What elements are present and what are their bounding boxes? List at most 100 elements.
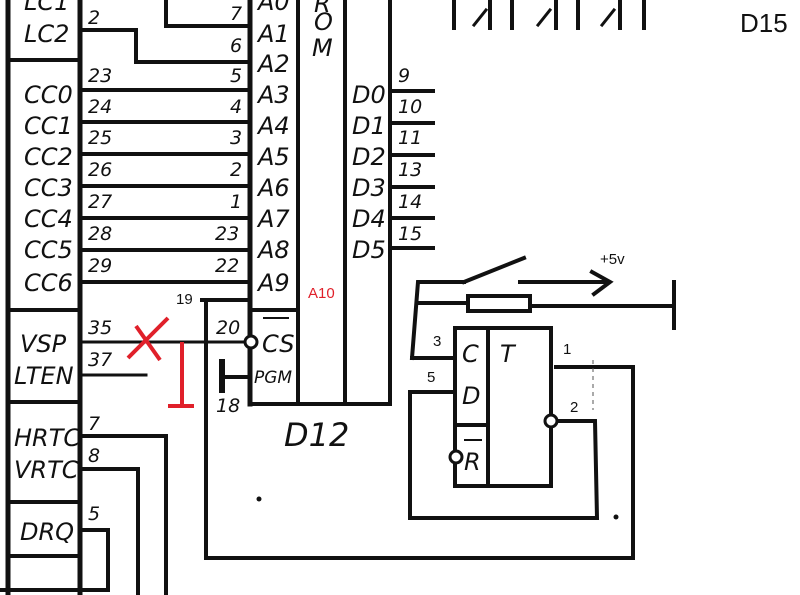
pin-d2: D2 bbox=[352, 143, 386, 171]
pin-number: 6 bbox=[230, 35, 242, 57]
red-annotations: A10 bbox=[126, 285, 335, 408]
pin-a9: A9 bbox=[256, 269, 290, 297]
pin-number-18: 18 bbox=[216, 395, 240, 417]
signal-cc6: CC6 bbox=[24, 269, 73, 297]
signal-vsp: VSP bbox=[20, 330, 67, 358]
pin-d4: D4 bbox=[352, 205, 386, 233]
top-stripes: D15 bbox=[452, 0, 788, 38]
pin-number-20: 20 bbox=[216, 317, 240, 339]
pin-a6: A6 bbox=[256, 174, 290, 202]
pin-d0: D0 bbox=[352, 81, 386, 109]
resistor bbox=[466, 294, 532, 313]
dot-mark bbox=[256, 496, 262, 502]
pin-number: 9 bbox=[398, 65, 410, 87]
flipflop-body bbox=[453, 326, 553, 488]
wire-a0 bbox=[164, 0, 252, 28]
rom-designator: D12 bbox=[284, 416, 349, 454]
address-bus-wires bbox=[0, 0, 252, 595]
pin-a2: A2 bbox=[256, 50, 290, 78]
pin-number: 5 bbox=[88, 503, 100, 525]
pin-number: 5 bbox=[230, 65, 242, 87]
pin-number-5: 5 bbox=[427, 369, 435, 386]
cut-mark bbox=[126, 316, 170, 360]
pin-number: 2 bbox=[230, 159, 242, 181]
signal-cc2: CC2 bbox=[24, 143, 73, 171]
pin-number: 1 bbox=[230, 191, 242, 213]
wire-pin19-loop bbox=[204, 298, 635, 560]
rom-chip: R O M A0 A1 A2 A3 A4 A5 A6 A7 A8 A9 7 6 … bbox=[176, 0, 635, 560]
pin-number: 23 bbox=[215, 223, 239, 245]
supply-label: +5v bbox=[600, 251, 625, 268]
signal-cc3: CC3 bbox=[24, 174, 73, 202]
flipflop: C D R T 3 5 1 2 bbox=[256, 326, 619, 520]
arrow-head-icon bbox=[589, 269, 614, 297]
pin-number-19: 19 bbox=[176, 291, 193, 308]
cut-mark bbox=[134, 324, 162, 362]
left-chip: LC1 LC2 CC0 CC1 CC2 CC3 CC4 CC5 CC6 VSP … bbox=[5, 0, 112, 595]
input-r: R bbox=[464, 448, 481, 476]
pin-d5: D5 bbox=[352, 236, 386, 264]
partial-chip-label: D15 bbox=[740, 8, 788, 38]
stripe bbox=[471, 7, 489, 28]
pin-number: 22 bbox=[215, 255, 239, 277]
signal-vrtc: VRTC bbox=[14, 456, 79, 484]
pin-number: 13 bbox=[398, 159, 422, 181]
pin-number: 4 bbox=[230, 96, 242, 118]
signal-lc1: LC1 bbox=[24, 0, 69, 16]
pin-number: 28 bbox=[88, 223, 112, 245]
pin-number: 37 bbox=[88, 349, 112, 371]
cs-inversion-bubble bbox=[243, 334, 259, 350]
pin-number-2: 2 bbox=[570, 399, 578, 416]
wire-switch-left bbox=[409, 280, 466, 361]
signal-drq: DRQ bbox=[20, 518, 74, 546]
pin-a8: A8 bbox=[256, 236, 290, 264]
pin-number: 15 bbox=[398, 223, 422, 245]
r-inversion-bubble bbox=[448, 449, 464, 465]
signal-lten: LTEN bbox=[14, 362, 74, 390]
pin-number: 11 bbox=[398, 127, 422, 149]
pin-number: 7 bbox=[88, 413, 100, 435]
input-c: C bbox=[462, 340, 479, 368]
a10-label: A10 bbox=[308, 285, 335, 302]
pin-pgm: PGM bbox=[254, 368, 292, 388]
pin-a4: A4 bbox=[256, 112, 290, 140]
pin-number: 3 bbox=[230, 127, 242, 149]
pin-number-1: 1 bbox=[563, 341, 571, 358]
pin-number: 23 bbox=[88, 65, 112, 87]
pin-number: 26 bbox=[88, 159, 112, 181]
switch-lever bbox=[461, 255, 527, 285]
pin-d1: D1 bbox=[352, 112, 386, 140]
dot-mark bbox=[613, 514, 619, 520]
pin-number: 7 bbox=[230, 3, 242, 25]
q-inv-bubble bbox=[543, 413, 559, 429]
wire-vrtc bbox=[78, 467, 140, 595]
signal-cc1: CC1 bbox=[24, 112, 73, 140]
pin-number-3: 3 bbox=[433, 333, 441, 350]
pin-number: 8 bbox=[88, 445, 100, 467]
signal-cc4: CC4 bbox=[24, 205, 73, 233]
pin-a0: A0 bbox=[256, 0, 290, 16]
signal-lc2: LC2 bbox=[24, 20, 69, 48]
pin-number: 24 bbox=[88, 96, 112, 118]
signal-cc5: CC5 bbox=[24, 236, 73, 264]
rom-type-letter: R bbox=[314, 0, 331, 18]
pin-a7: A7 bbox=[256, 205, 290, 233]
input-d: D bbox=[462, 382, 480, 410]
signal-hrtc: HRTC bbox=[14, 424, 80, 452]
switch-resistor-circuit: +5v bbox=[409, 251, 676, 361]
rom-type-letter: M bbox=[312, 34, 333, 62]
stripe bbox=[535, 7, 553, 28]
pin-cs: CS bbox=[262, 330, 294, 358]
pin-number: 35 bbox=[88, 317, 112, 339]
pin-d3: D3 bbox=[352, 174, 386, 202]
pin-a3: A3 bbox=[256, 81, 290, 109]
stripe bbox=[599, 7, 617, 28]
pin-a1: A1 bbox=[256, 20, 290, 48]
pin-number: 25 bbox=[88, 127, 112, 149]
wire-feedback-loop bbox=[408, 390, 600, 520]
pin-a5: A5 bbox=[256, 143, 290, 171]
pin-number: 29 bbox=[88, 255, 112, 277]
flipflop-type: T bbox=[500, 340, 517, 368]
wire-hrtc bbox=[78, 434, 168, 595]
